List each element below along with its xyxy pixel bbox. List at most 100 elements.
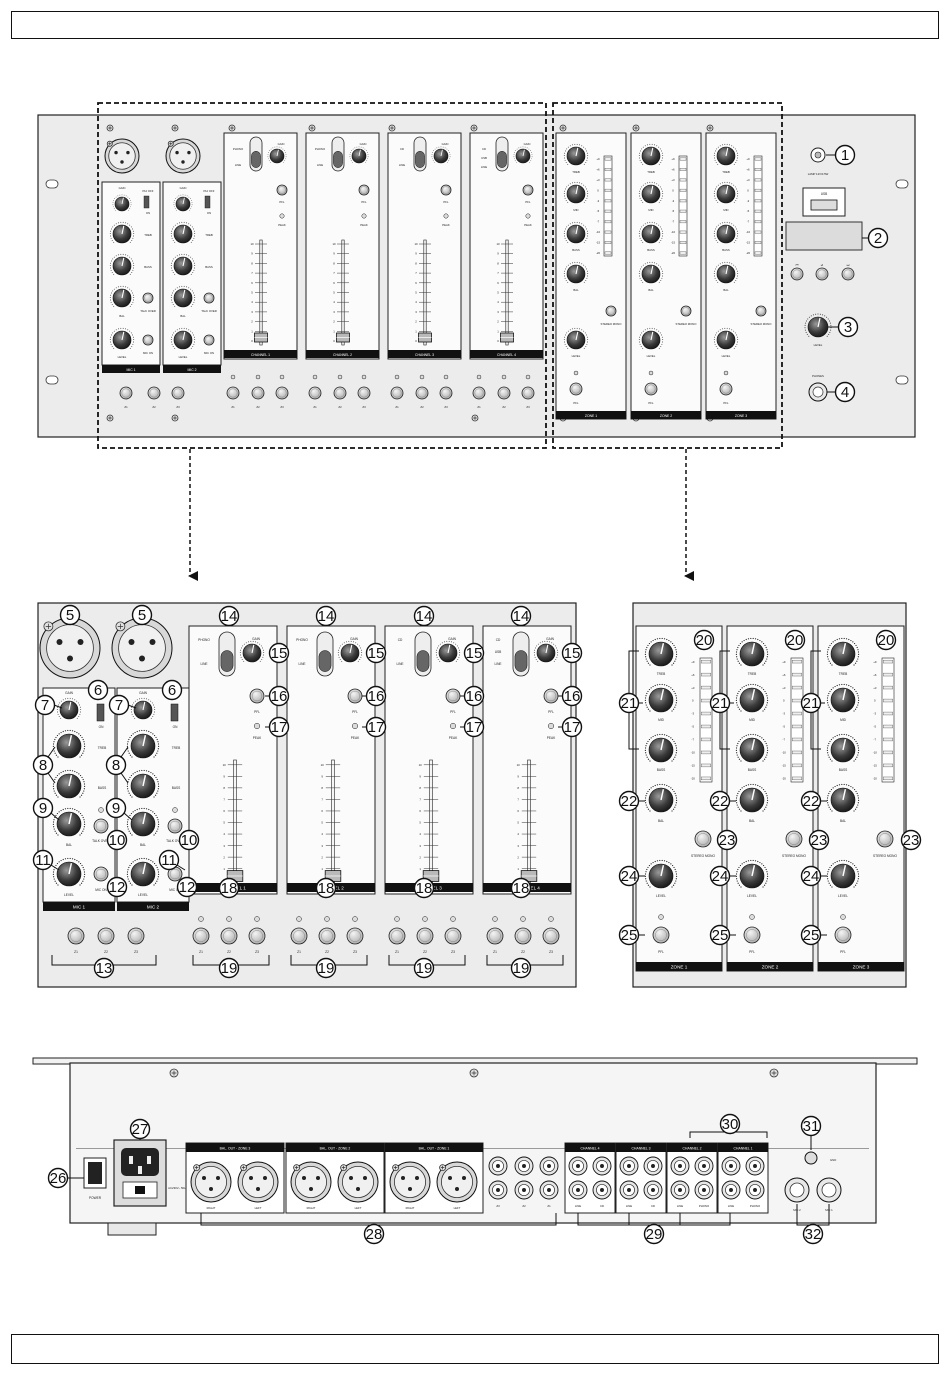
knob-scale-dot[interactable] (726, 327, 728, 329)
knob-scale-dot[interactable] (671, 788, 674, 791)
button-ring[interactable] (349, 930, 361, 942)
knob-scale-dot[interactable] (642, 201, 644, 203)
knob-scale-dot[interactable] (141, 857, 143, 860)
zone-button-label[interactable]: Z2 (104, 950, 108, 954)
knob-scale-dot[interactable] (585, 345, 587, 347)
knob-scale-dot[interactable] (130, 774, 133, 777)
knob-scale-dot[interactable] (651, 181, 653, 183)
knob-scale-dot[interactable] (564, 188, 566, 190)
knob-scale-dot[interactable] (735, 797, 738, 799)
knob-scale-dot[interactable] (366, 160, 368, 162)
knob-scale-dot[interactable] (181, 285, 183, 287)
knob-scale-dot[interactable] (129, 864, 131, 867)
knob-scale-dot[interactable] (754, 784, 757, 786)
knob-scale-dot[interactable] (360, 146, 362, 148)
knob-scale-dot[interactable] (567, 163, 569, 165)
knob-scale-dot[interactable] (735, 651, 738, 653)
knob-scale-dot[interactable] (126, 745, 129, 747)
knob-scale-dot[interactable] (563, 339, 565, 341)
knob-scale-dot[interactable] (857, 873, 860, 875)
knob-scale-dot[interactable] (719, 145, 721, 147)
knob-scale-dot[interactable] (136, 699, 138, 701)
knob-scale-dot[interactable] (829, 808, 832, 810)
fader-scale-label[interactable]: 2 (497, 320, 499, 324)
knob-scale-dot[interactable] (674, 706, 676, 708)
knob-scale-dot[interactable] (829, 740, 831, 743)
knob-scale-dot[interactable] (644, 699, 647, 701)
knob-scale-dot[interactable] (584, 226, 586, 228)
knob-scale-dot[interactable] (639, 268, 641, 270)
knob-scale-dot[interactable] (731, 183, 733, 185)
fader-scale-label[interactable]: 2 (419, 855, 421, 859)
knob-scale-dot[interactable] (831, 810, 833, 812)
knob-scale-dot[interactable] (831, 710, 833, 712)
knob-scale-dot[interactable] (542, 641, 543, 643)
knob-scale-dot[interactable] (736, 802, 738, 804)
knob-scale-dot[interactable] (350, 152, 351, 153)
knob-scale-dot[interactable] (157, 743, 160, 745)
knob-scale-dot[interactable] (516, 162, 517, 163)
knob-scale-dot[interactable] (566, 226, 568, 228)
knob-scale-dot[interactable] (448, 160, 450, 162)
knob-scale-dot[interactable] (133, 299, 134, 301)
button-ring[interactable] (205, 336, 213, 344)
knob-scale-dot[interactable] (850, 785, 852, 788)
knob-scale-dot[interactable] (736, 237, 738, 239)
knob-scale-dot[interactable] (82, 778, 84, 781)
knob-scale-dot[interactable] (642, 146, 644, 148)
knob-scale-dot[interactable] (853, 864, 856, 867)
knob-scale-dot[interactable] (276, 146, 278, 148)
knob-scale-dot[interactable] (362, 147, 364, 149)
knob-scale-dot[interactable] (658, 201, 660, 203)
knob-scale-dot[interactable] (60, 717, 62, 719)
knob-scale-dot[interactable] (735, 279, 737, 281)
knob-scale-dot[interactable] (360, 647, 362, 649)
knob-scale-dot[interactable] (78, 773, 80, 775)
knob-scale-dot[interactable] (714, 188, 716, 190)
display-window[interactable] (785, 221, 863, 251)
knob-scale-dot[interactable] (638, 339, 640, 341)
knob-scale-dot[interactable] (658, 184, 660, 186)
knob-scale-dot[interactable] (757, 860, 759, 863)
knob-scale-dot[interactable] (717, 347, 719, 349)
knob-scale-dot[interactable] (526, 147, 528, 149)
knob-scale-dot[interactable] (656, 684, 659, 686)
knob-scale-dot[interactable] (828, 756, 830, 758)
knob-scale-dot[interactable] (857, 795, 859, 797)
knob-scale-dot[interactable] (661, 334, 663, 336)
knob-scale-dot[interactable] (675, 871, 677, 873)
knob-scale-dot[interactable] (733, 184, 735, 186)
knob-scale-dot[interactable] (113, 305, 115, 307)
knob-scale-dot[interactable] (855, 740, 857, 743)
knob-scale-dot[interactable] (581, 263, 583, 265)
knob-scale-dot[interactable] (673, 740, 675, 743)
knob-scale-dot[interactable] (666, 860, 668, 863)
zone-balance-knob[interactable] (638, 261, 664, 284)
zone-button-label[interactable]: Z1 (313, 405, 317, 409)
mic-level-knob[interactable] (109, 327, 135, 350)
fader-scale-label[interactable]: 6 (419, 809, 421, 813)
knob-scale-dot[interactable] (530, 150, 531, 152)
zone-bass-knob[interactable] (735, 733, 769, 763)
knob-scale-dot[interactable] (713, 339, 715, 341)
mic-treble-knob[interactable] (170, 221, 196, 244)
knob-scale-dot[interactable] (745, 860, 747, 863)
knob-scale-dot[interactable] (737, 706, 739, 708)
fader-scale-label[interactable]: 1 (251, 329, 253, 333)
knob-scale-dot[interactable] (133, 339, 135, 341)
knob-scale-dot[interactable] (850, 861, 852, 864)
button-ring[interactable] (474, 388, 484, 398)
knob-pointer[interactable] (650, 185, 654, 195)
knob-scale-dot[interactable] (765, 706, 767, 708)
knob-scale-dot[interactable] (736, 188, 738, 190)
knob-scale-dot[interactable] (436, 147, 438, 149)
fader-scale-label[interactable]: 10 (332, 242, 336, 246)
knob-scale-dot[interactable] (654, 734, 656, 737)
knob-scale-dot[interactable] (171, 294, 173, 296)
knob-scale-dot[interactable] (173, 202, 175, 203)
knob-scale-dot[interactable] (83, 783, 86, 785)
knob-scale-dot[interactable] (261, 658, 263, 660)
knob-scale-dot[interactable] (662, 155, 664, 157)
knob-scale-dot[interactable] (765, 882, 767, 884)
knob-scale-dot[interactable] (567, 264, 569, 266)
